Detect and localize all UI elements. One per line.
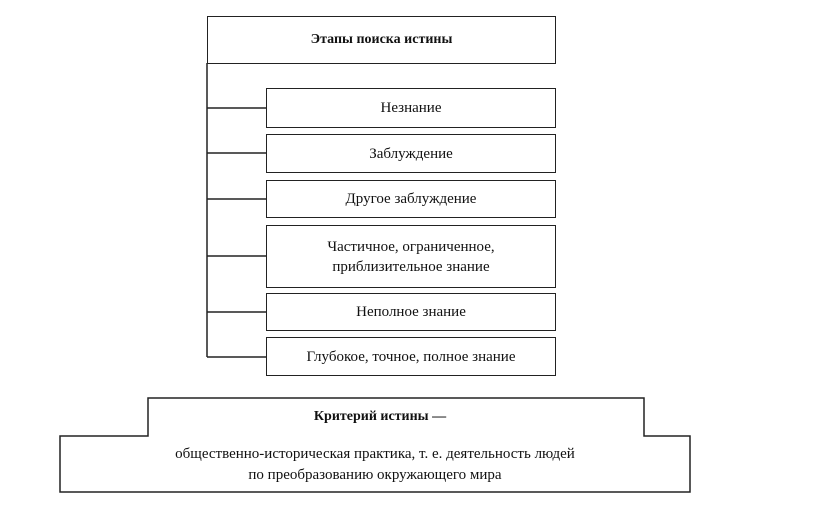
criterion-shape	[59, 397, 691, 493]
stage-ignorance: Незнание	[266, 88, 556, 128]
criterion-text-line2: по преобразованию окружающего мира	[248, 467, 502, 483]
stage-delusion: Заблуждение	[266, 134, 556, 173]
stage-complete-knowledge: Глубокое, точное, полное знание	[266, 337, 556, 376]
stage-other-delusion: Другое заблуждение	[266, 180, 556, 218]
criterion-text-line1: общественно-историческая практика, т. е.…	[175, 446, 575, 462]
title-box: Этапы поиска истины	[207, 16, 556, 64]
stage-partial-knowledge: Частичное, ограниченное, приблизительное…	[266, 225, 556, 288]
stage-incomplete-knowledge: Неполное знание	[266, 293, 556, 331]
criterion-heading: Критерий истины —	[313, 409, 447, 424]
